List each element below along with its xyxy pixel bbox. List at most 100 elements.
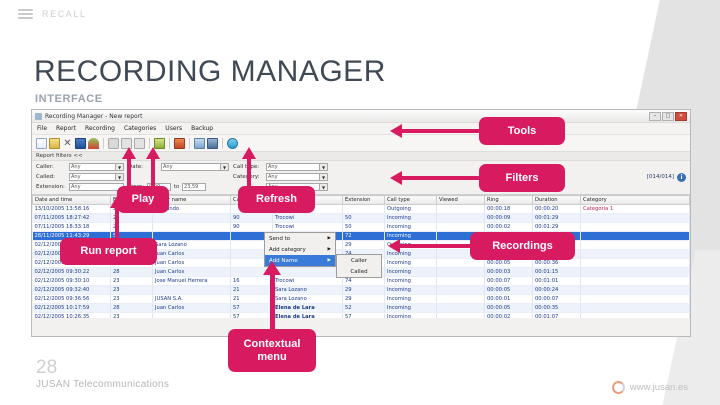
pin-icon[interactable] — [88, 137, 99, 149]
cell-datetime: 07/11/2005 18:33:18 — [32, 222, 111, 232]
user-icon[interactable] — [174, 137, 185, 149]
col-ring[interactable]: Ring — [484, 195, 533, 205]
export-icon[interactable] — [194, 137, 205, 149]
filter-called-input[interactable]: Any ▼ — [69, 173, 124, 181]
filter-date-label: Date: — [128, 164, 143, 170]
delete-cross-icon[interactable]: ✕ — [63, 137, 72, 149]
app-menubar: File Report Recording Categories Users B… — [32, 123, 690, 135]
filter-calltype-value: Any — [268, 164, 278, 170]
filter-extension-input[interactable]: Any — [69, 183, 124, 191]
callout-run-report[interactable]: Run report — [60, 238, 157, 265]
ctx-send-to[interactable]: Send to ▶ — [265, 233, 335, 244]
cell-duration: 00:01:15 — [532, 267, 581, 277]
cell-category — [580, 276, 690, 286]
cell-extension-2: 29 — [342, 294, 385, 304]
cell-viewed — [436, 267, 485, 277]
filter-date-input[interactable]: Any ▼ — [161, 163, 229, 171]
col-extension-2[interactable]: Extension — [342, 195, 385, 205]
filter-caller-input[interactable]: Any ▼ — [69, 163, 124, 171]
menu-report[interactable]: Report — [56, 125, 76, 132]
ctx-add-category[interactable]: Add category ▶ — [265, 244, 335, 255]
recordings-table: Date and time Extension Caller name Call… — [32, 195, 690, 318]
filter-category-input[interactable]: Any ▼ — [266, 173, 328, 181]
report-filters-strip[interactable]: Report filters << — [32, 152, 690, 161]
contextual-submenu[interactable]: Caller Called — [336, 254, 382, 278]
cell-extension: 28 — [110, 267, 153, 277]
ctx-sub-called[interactable]: Called — [350, 268, 368, 275]
ctx-sub-caller[interactable]: Caller — [351, 257, 367, 264]
window-buttons: – □ ✕ — [649, 111, 687, 121]
menu-backup[interactable]: Backup — [191, 125, 214, 132]
cell-extension-2: 72 — [342, 231, 385, 241]
callout-contextual-menu[interactable]: Contextual menu — [228, 329, 316, 372]
filter-calltype-input[interactable]: Any ▼ — [266, 163, 328, 171]
recordings-arrow-head — [388, 239, 400, 253]
menu-categories[interactable]: Categories — [123, 125, 157, 132]
refresh-icon[interactable] — [227, 137, 238, 149]
filter-extension-label: Extension: — [36, 184, 65, 190]
col-viewed[interactable]: Viewed — [436, 195, 485, 205]
chevron-down-icon[interactable]: ▼ — [220, 164, 228, 170]
col-duration[interactable]: Duration — [532, 195, 581, 205]
new-document-icon[interactable] — [36, 137, 47, 149]
cell-ring: 00:00:02 — [484, 222, 533, 232]
chevron-down-icon[interactable]: ▼ — [115, 164, 123, 170]
callout-play[interactable]: Play — [117, 186, 169, 213]
mail-icon[interactable] — [207, 137, 218, 149]
col-category[interactable]: Category — [580, 195, 690, 205]
comment-icon[interactable] — [108, 137, 119, 149]
cell-category — [580, 303, 690, 313]
chevron-down-icon[interactable]: ▼ — [115, 174, 123, 180]
cell-called: 21 — [230, 285, 273, 295]
hamburger-icon[interactable] — [18, 9, 33, 19]
contextual-arrow-head — [263, 261, 281, 275]
maximize-button[interactable]: □ — [662, 111, 674, 121]
filters-left-column: Caller: Any ▼ Called: Any ▼ Extension: A… — [36, 163, 124, 191]
menu-users[interactable]: Users — [165, 125, 183, 132]
brand-label: RECALL — [42, 9, 87, 19]
table-row[interactable]: 07/11/2005 18:27:422390Trocowi50Incoming… — [32, 213, 690, 223]
col-call-type[interactable]: Call type — [384, 195, 437, 205]
chevron-down-icon[interactable]: ▼ — [319, 174, 327, 180]
cell-caller-name: Juan Carlos — [152, 258, 231, 268]
save-disk-icon[interactable] — [75, 137, 86, 149]
cell-datetime: 02/12/2005 10:26:35 — [32, 312, 111, 318]
callout-refresh[interactable]: Refresh — [238, 186, 315, 213]
col-date-and-time[interactable]: Date and time — [32, 195, 111, 205]
filter-to-input[interactable]: 23,59 — [182, 183, 207, 191]
open-folder-icon[interactable] — [49, 137, 60, 149]
footer-website[interactable]: www.jusan.es — [611, 381, 688, 394]
menu-recording[interactable]: Recording — [84, 125, 115, 132]
contextual-menu[interactable]: Send to ▶ Add category ▶ Add Name ▶ Call… — [264, 232, 382, 278]
page-title: RECORDING MANAGER — [34, 55, 386, 88]
chevron-down-icon[interactable]: ▼ — [319, 184, 327, 190]
info-icon[interactable]: i — [677, 172, 686, 182]
cell-called: 16 — [230, 276, 273, 286]
menu-file[interactable]: File — [37, 125, 48, 132]
minimize-button[interactable]: – — [649, 111, 661, 121]
callout-filters[interactable]: Filters — [479, 164, 565, 192]
filter-to-value: 23,59 — [184, 184, 199, 190]
cell-caller-name — [152, 222, 231, 232]
callout-recordings[interactable]: Recordings — [470, 232, 575, 260]
cell-duration: 00:01:29 — [532, 222, 581, 232]
callout-tools[interactable]: Tools — [479, 117, 565, 145]
recordings-table-wrap[interactable]: Date and time Extension Caller name Call… — [32, 195, 690, 318]
table-row[interactable]: 07/11/2005 18:33:182390Trocowi50Incoming… — [32, 222, 690, 232]
footer-website-label: www.jusan.es — [629, 382, 688, 393]
close-button[interactable]: ✕ — [675, 111, 687, 121]
remove-all-icon[interactable] — [134, 137, 145, 149]
cell-viewed — [436, 222, 485, 232]
page-number: 28 — [36, 357, 58, 378]
cell-caller-name — [152, 312, 231, 318]
chevron-down-icon[interactable]: ▼ — [319, 164, 327, 170]
contextual-arrow-shaft — [270, 272, 275, 330]
cell-called: 90 — [230, 213, 273, 223]
ctx-add-name[interactable]: Add Name ▶ — [265, 255, 335, 266]
